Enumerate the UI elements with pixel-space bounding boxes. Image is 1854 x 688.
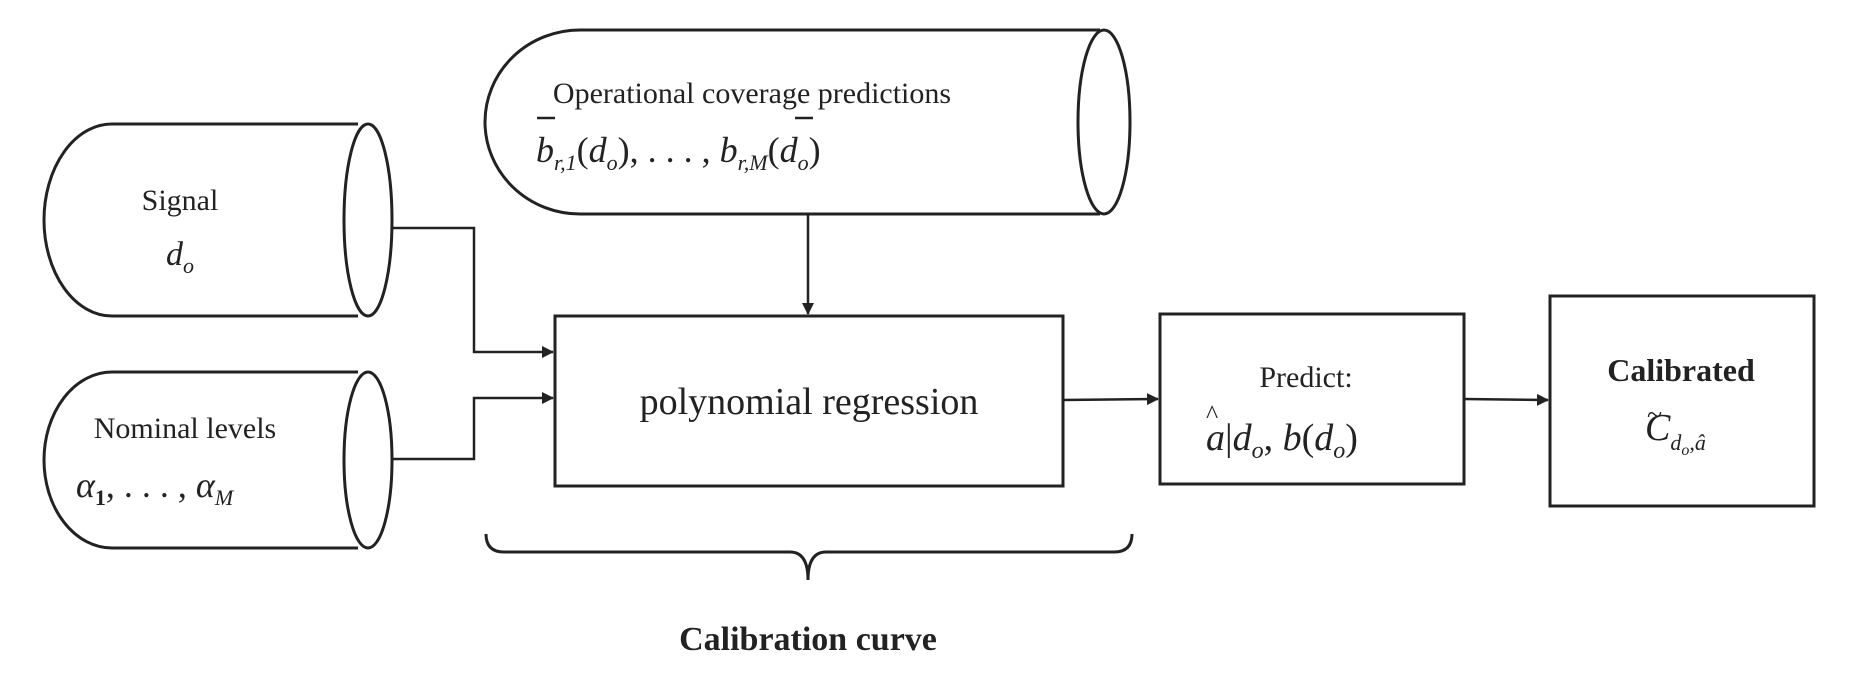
calibrated-tilde: ~ <box>1647 400 1662 431</box>
signal-title: Signal <box>142 184 219 217</box>
nominal-levels-node: Nominal levels α1, . . . , αM <box>42 370 394 550</box>
nominal-title: Nominal levels <box>94 412 276 445</box>
signal-node: Signal do <box>42 122 394 318</box>
signal-cap <box>342 122 394 318</box>
calibrated-formula: Cdo,â <box>1645 407 1706 459</box>
predict-hat: ^ <box>1206 400 1218 429</box>
calibrated-node: Calibrated ~ Cdo,â <box>1548 294 1816 508</box>
calibration-curve-brace: Calibration curve <box>484 533 1134 658</box>
nominal-cap <box>342 370 394 550</box>
regression-node: polynomial regression <box>553 314 1065 488</box>
arrow-predict-to-calibrated <box>1463 393 1549 406</box>
predict-formula: a|do, b(do) <box>1206 417 1358 464</box>
operational-coverage-node: Operational coverage predictions br,1(do… <box>483 28 1132 216</box>
connectors <box>392 214 1549 461</box>
nominal-var: α1, . . . , αM <box>76 465 235 510</box>
predict-node: Predict: a|do, b(do) ^ <box>1158 312 1466 486</box>
calibrated-box <box>1548 294 1816 508</box>
regression-box <box>553 314 1065 488</box>
operational-title: Operational coverage predictions <box>553 77 951 110</box>
nominal-body <box>42 370 358 550</box>
operational-var: br,1(do), . . . , br,M(do) <box>536 130 821 175</box>
brace-label: Calibration curve <box>679 621 937 658</box>
arrow-signal-to-regression <box>392 226 554 358</box>
arrow-nominal-to-regression <box>392 392 554 461</box>
predict-title: Predict: <box>1259 361 1352 394</box>
operational-body <box>483 28 1100 216</box>
signal-body <box>42 122 358 318</box>
calibrated-title: Calibrated <box>1607 352 1755 388</box>
arrow-regression-to-predict <box>1062 393 1159 406</box>
regression-title: polynomial regression <box>640 381 979 423</box>
brace-shape <box>484 533 1134 581</box>
signal-var: do <box>166 236 194 278</box>
operational-cap <box>1076 28 1132 216</box>
